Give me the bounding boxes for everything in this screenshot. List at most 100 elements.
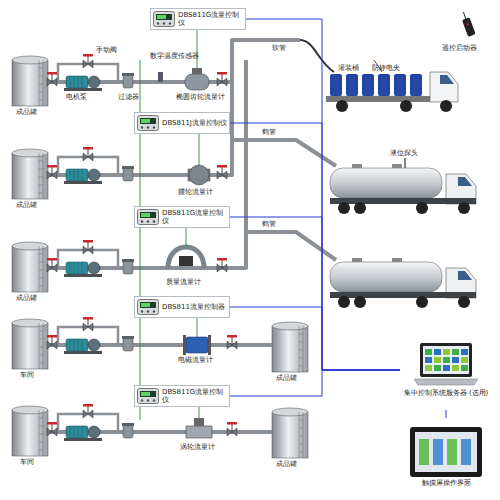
- storage-tank: [272, 322, 308, 372]
- device-button: [141, 126, 144, 129]
- flow-controller: DBS811G流量控制仪: [150, 8, 246, 30]
- device-display: [141, 303, 150, 307]
- screen-tile: [443, 365, 450, 371]
- hand-valve: [217, 258, 227, 272]
- hand-valve: [227, 422, 237, 436]
- device-display: [157, 15, 166, 19]
- hand-valve: [47, 335, 57, 349]
- part-label: 质量流量计: [166, 278, 201, 286]
- screen-tile: [461, 357, 468, 363]
- oval-gear-meter: [185, 74, 209, 90]
- screen-tile: [434, 349, 441, 355]
- device-button: [157, 22, 160, 25]
- device-display: [156, 14, 172, 20]
- device-button: [147, 220, 150, 223]
- riser-pipe: [230, 40, 234, 175]
- signal-cable: [230, 370, 400, 396]
- screen-tile: [452, 357, 459, 363]
- signal-cable: [197, 30, 198, 68]
- mass-meter-tube: [168, 247, 204, 268]
- panel-bezel: [410, 427, 482, 477]
- touch-screen: 触摸屏操作界面: [404, 418, 488, 496]
- screen-tile: [461, 365, 468, 371]
- hand-valve: [47, 258, 57, 272]
- part-label: 椭圆齿轮流量计: [176, 93, 225, 101]
- node-text: 集中控制系统服务器 (选用): [404, 389, 489, 397]
- mass-meter-head: [179, 256, 193, 266]
- part-label: 过滤器: [118, 93, 139, 101]
- screen-tile: [434, 357, 441, 363]
- device-display: [141, 392, 150, 396]
- part-label: 车间: [20, 371, 34, 379]
- part-label: 涡轮流量计: [180, 443, 215, 451]
- screen-tile: [425, 365, 432, 371]
- flow-controller: DBS811J流量控制仪: [134, 112, 230, 134]
- truck-wheel: [440, 100, 452, 112]
- filling-drum: [378, 74, 390, 96]
- device-button: [153, 126, 156, 129]
- meter-head: [192, 68, 202, 74]
- hand-valve: [217, 72, 227, 86]
- screen-tile: [443, 357, 450, 363]
- part-label: 软管: [272, 44, 286, 52]
- touch-panel-icon: [410, 427, 482, 477]
- device-button: [153, 399, 156, 402]
- part-label: 腰轮流量计: [178, 188, 213, 196]
- hand-valve: [47, 72, 57, 86]
- filling-drum: [330, 74, 342, 96]
- hand-valve: [83, 240, 93, 254]
- device-display: [140, 391, 156, 397]
- device-button: [147, 310, 150, 313]
- device-case: [138, 389, 159, 404]
- part-label: 灌装桶: [338, 64, 359, 72]
- screen-tile: [425, 357, 432, 363]
- motor-pump: [64, 339, 102, 354]
- pipe-filter: [122, 166, 134, 181]
- motor-pump: [64, 262, 102, 277]
- laptop-base: [414, 379, 478, 385]
- node-text: DBS811流量控制器: [162, 303, 225, 311]
- tanker-truck: [330, 258, 476, 308]
- node-text: 触摸屏操作界面: [422, 479, 471, 487]
- remote-starter: [460, 11, 476, 37]
- motor-pump: [64, 426, 102, 441]
- device-button: [141, 310, 144, 313]
- device-display: [140, 302, 156, 308]
- truck-wheel: [400, 100, 412, 112]
- device-case: [154, 12, 175, 27]
- panel-gauge: [461, 439, 471, 465]
- remote-antenna: [463, 12, 465, 19]
- level-probe: [404, 158, 405, 168]
- filling-drum: [362, 74, 374, 96]
- node-text: DBS811J流量控制仪: [162, 119, 227, 127]
- panel-gauge: [433, 439, 443, 465]
- hand-valve: [47, 422, 57, 436]
- hand-valve: [83, 404, 93, 418]
- hand-valve: [83, 54, 93, 68]
- device-display: [140, 118, 156, 124]
- bypass-pipes: [58, 64, 118, 432]
- node-text: DBS811G流量控制仪: [162, 209, 227, 225]
- motor-pump: [64, 169, 102, 184]
- part-label: 电机泵: [66, 93, 87, 101]
- riser-pipe: [244, 60, 248, 268]
- part-label: 成品罐: [276, 460, 297, 468]
- node-text: DBS811G流量控制仪: [162, 388, 227, 404]
- device-display: [141, 213, 150, 217]
- flow-controller: DBS811G流量控制仪: [134, 385, 230, 407]
- part-label: 成品罐: [16, 108, 37, 116]
- tanker-truck: [330, 164, 476, 214]
- temperature-sensor: [158, 72, 163, 82]
- part-label: 鹤管: [262, 128, 276, 136]
- device-display: [141, 119, 150, 123]
- controller-device: [137, 388, 159, 404]
- signal-cable: [199, 407, 200, 418]
- truck-cab: [430, 72, 458, 102]
- laptop-icon: [414, 343, 478, 387]
- controller-device: [137, 299, 159, 315]
- pipe-filter: [122, 259, 134, 274]
- device-button: [169, 22, 172, 25]
- part-label: 防静电夹: [372, 64, 400, 72]
